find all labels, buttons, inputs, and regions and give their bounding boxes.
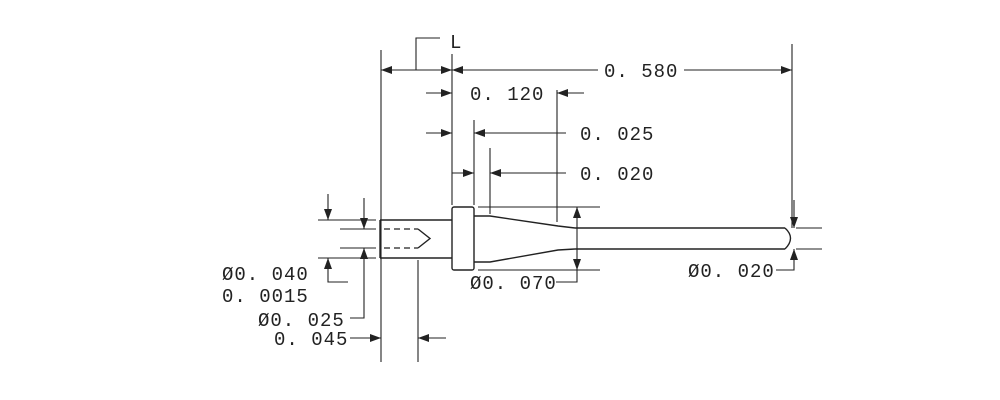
- label-taper-start: 0. 020: [580, 164, 654, 186]
- tail-outline: [575, 227, 785, 250]
- label-length-ref: L: [450, 32, 462, 54]
- tail-end: [784, 227, 792, 250]
- label-collar-to-shoulder: 0. 120: [470, 84, 544, 106]
- cup-outline: [379, 219, 452, 259]
- dim-L-leader: [415, 37, 440, 70]
- label-tail-dia: Ø0. 020: [688, 261, 775, 283]
- bore-cone: [417, 228, 432, 249]
- dimension-lines: [324, 37, 798, 342]
- tail-extension: [796, 227, 822, 250]
- extension-lines: [318, 44, 793, 362]
- label-collar-dia: Ø0. 070: [470, 273, 557, 295]
- dimension-labels: L 0. 580 0. 120 0. 025 0. 020 Ø0. 040 0.…: [222, 32, 775, 351]
- collar: [451, 206, 475, 271]
- taper-outline: [474, 215, 576, 263]
- dim-collar-dia-leader: [556, 270, 578, 283]
- label-cup-tolerance: 0. 0015: [222, 286, 309, 308]
- bore-hidden-lines: [384, 228, 418, 249]
- label-bore-depth: 0. 045: [274, 329, 348, 351]
- label-bore-dia: Ø0. 025: [258, 310, 345, 332]
- label-overall-length: 0. 580: [604, 61, 678, 83]
- label-collar-width: 0. 025: [580, 124, 654, 146]
- pin-outline: [379, 206, 822, 271]
- label-cup-dia: Ø0. 040: [222, 264, 309, 286]
